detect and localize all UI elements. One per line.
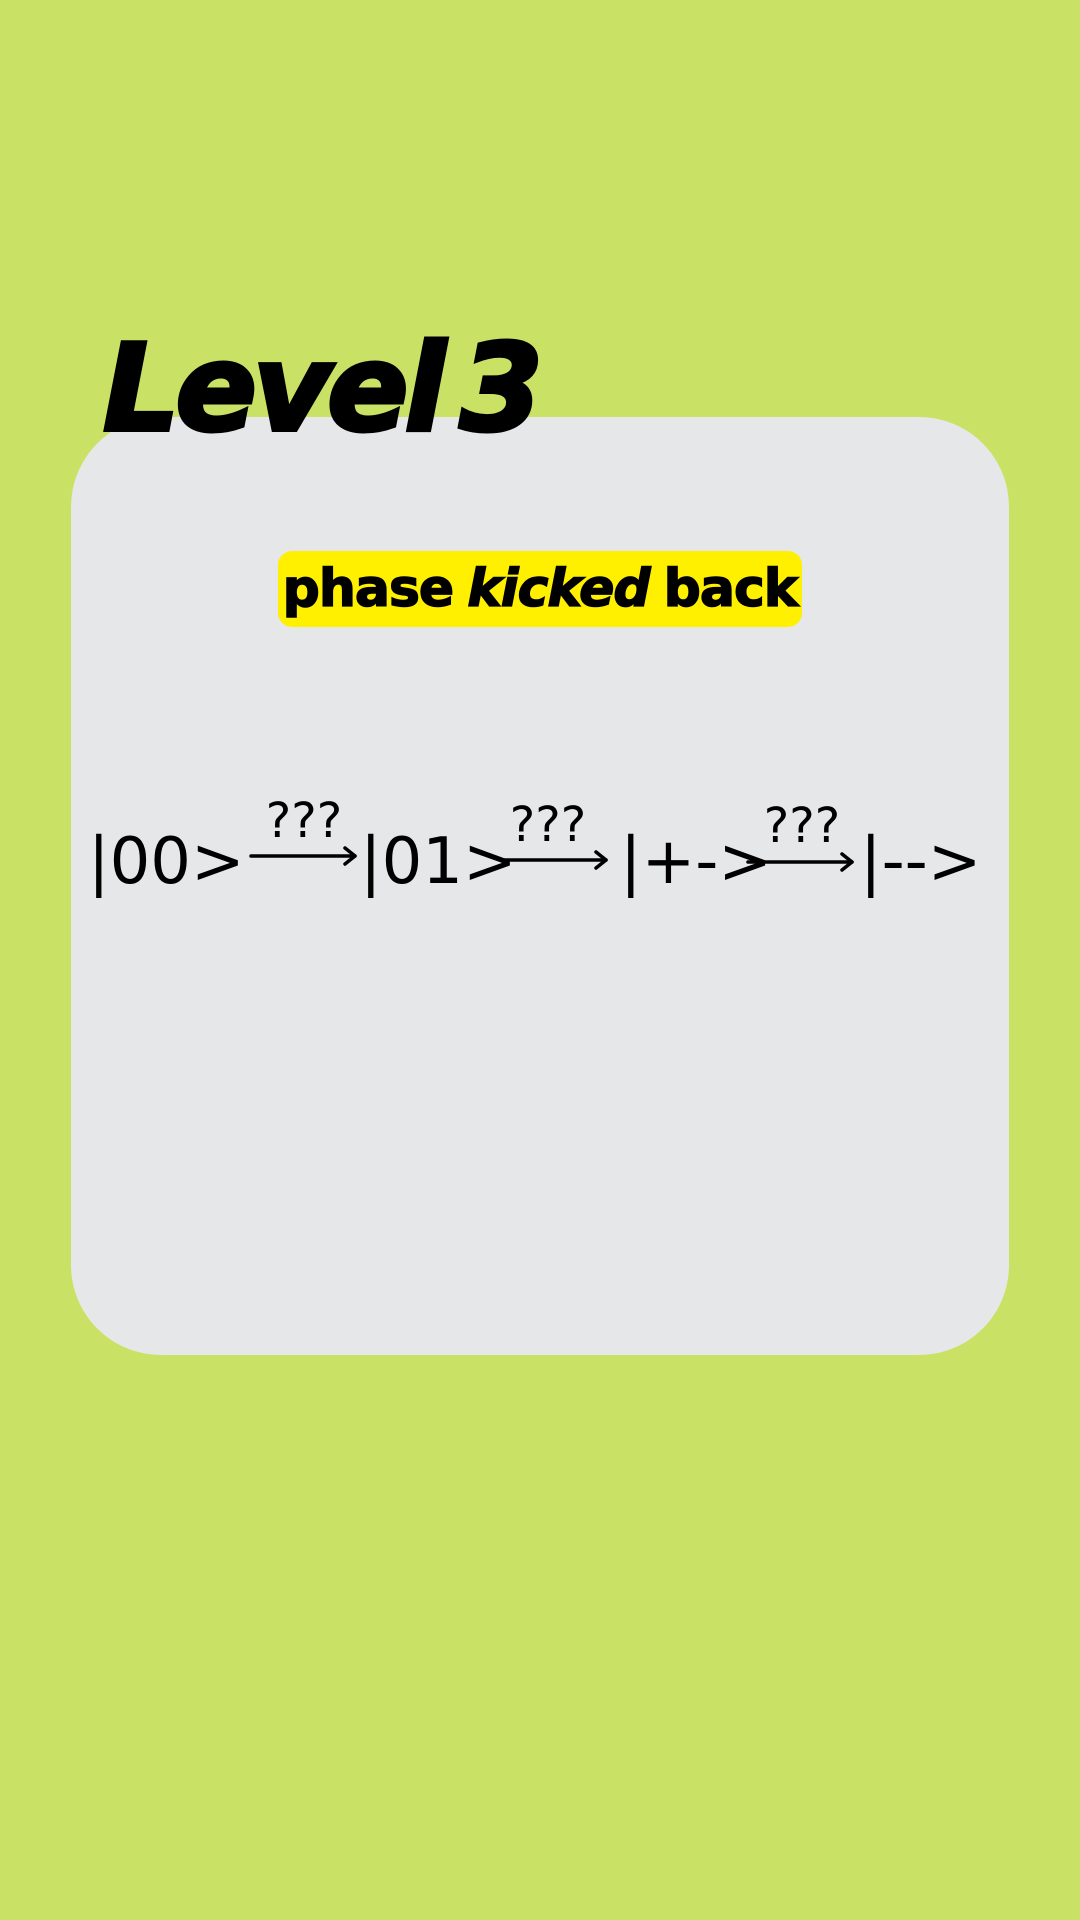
level-number: 3: [458, 320, 545, 459]
subtitle-badge: phase kicked back: [278, 551, 802, 627]
subtitle-word-back: back: [663, 558, 799, 620]
subtitle-word-phase: phase: [282, 558, 455, 620]
subtitle-word-kicked: kicked: [466, 558, 651, 620]
level-word: Level: [101, 320, 448, 459]
